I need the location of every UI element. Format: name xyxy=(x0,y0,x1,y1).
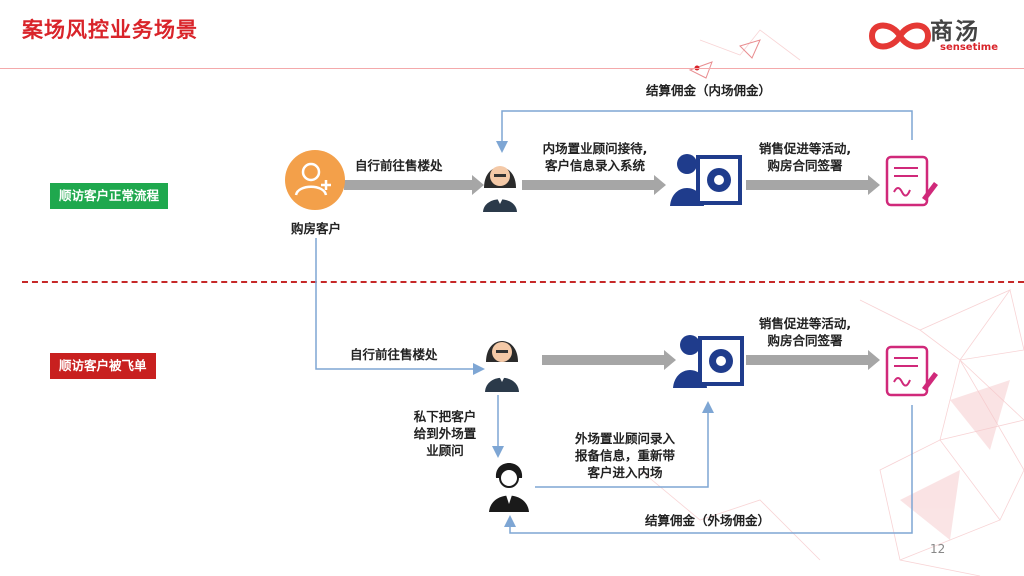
contract-sign-icon-bottom xyxy=(885,345,938,397)
inner-commission-label: 结算佣金（内场佣金） xyxy=(646,83,772,98)
logo-name: 商汤 xyxy=(930,19,980,45)
normal-step2-label: 内场置业顾问接待, 客户信息录入系统 xyxy=(542,141,648,173)
normal-flow-tag: 顺访客户正常流程 xyxy=(50,183,169,209)
external-consultant-icon xyxy=(489,463,529,512)
external-register-label: 外场置业顾问录入 报备信息，重新带 客户进入内场 xyxy=(574,431,675,480)
page-title: 案场风控业务场景 xyxy=(22,18,198,42)
logo-subtitle: sensetime xyxy=(940,42,998,53)
stolen-step1-label: 自行前往售楼处 xyxy=(350,347,438,362)
outer-commission-label: 结算佣金（外场佣金） xyxy=(645,513,771,528)
page-number: 12 xyxy=(930,542,946,556)
normal-step3-label: 销售促进等活动, 购房合同签署 xyxy=(758,141,852,173)
normal-step1-label: 自行前往售楼处 xyxy=(355,158,443,173)
private-transfer-label: 私下把客户 给到外场置 业顾问 xyxy=(413,409,477,458)
section-divider xyxy=(22,281,1024,283)
customer-label: 购房客户 xyxy=(290,221,341,236)
stolen-step3-label: 销售促进等活动, 购房合同签署 xyxy=(758,316,852,348)
consultant-woman-icon xyxy=(483,166,517,212)
system-agent-icon-bottom xyxy=(673,335,744,388)
stolen-flow-tag: 顺访客户被飞单 xyxy=(50,353,156,379)
title-divider xyxy=(0,68,1024,69)
contract-sign-icon xyxy=(885,155,938,207)
customer-user-plus-icon xyxy=(285,150,345,210)
consultant-woman-icon-bottom xyxy=(485,341,519,392)
system-agent-icon xyxy=(670,154,742,206)
